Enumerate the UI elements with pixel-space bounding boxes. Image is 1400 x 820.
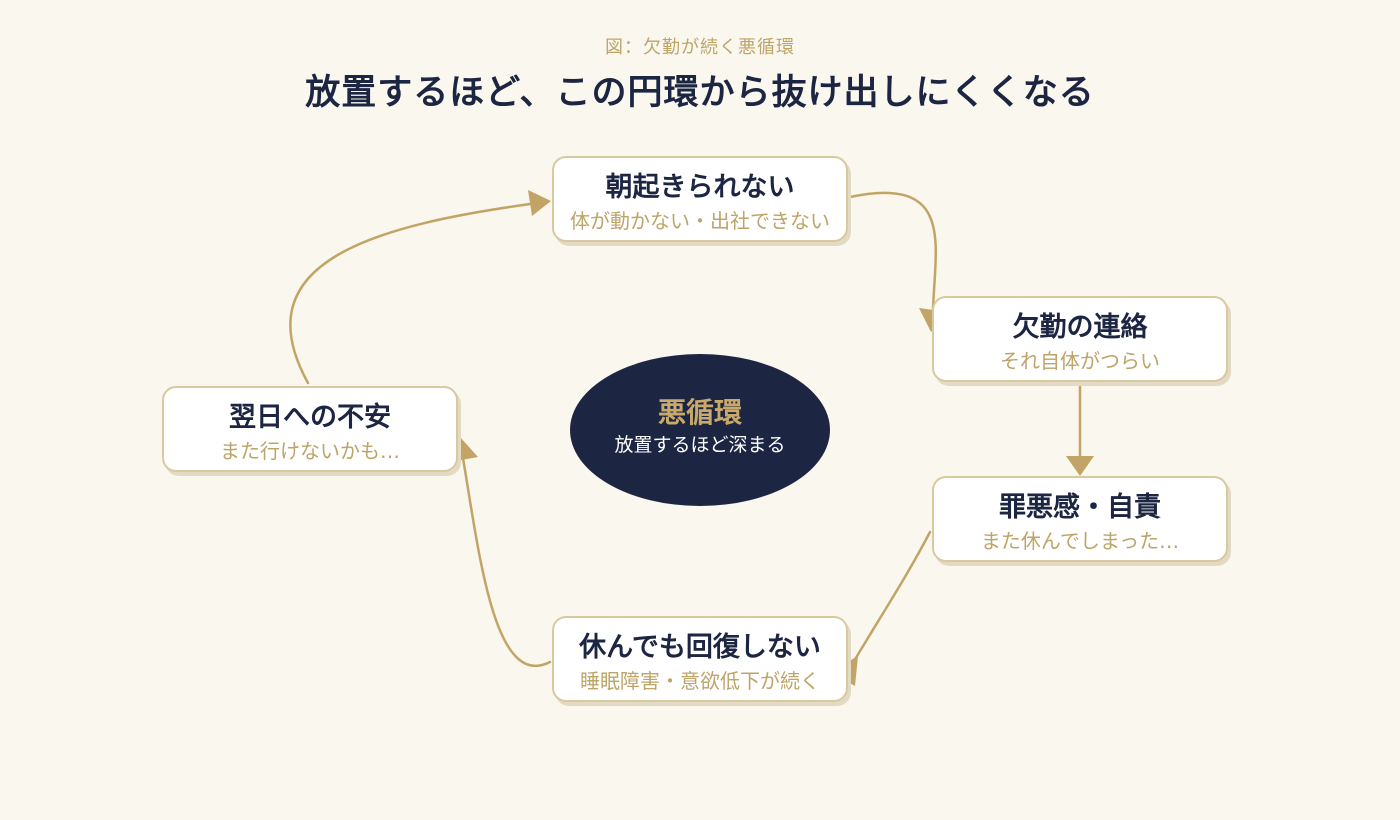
center-title: 悪循環 (657, 396, 742, 429)
node-subtitle: また休んでしまった… (980, 529, 1180, 553)
arrow-anxiety-to-wake (289, 202, 532, 385)
node-subtitle: 体が動かない・出社できない (570, 209, 830, 233)
node-next-day-anxiety: 翌日への不安 また行けないかも… (162, 386, 458, 472)
node-title: 欠勤の連絡 (1012, 312, 1148, 343)
node-subtitle: それ自体がつらい (1000, 349, 1160, 373)
node-subtitle: また行けないかも… (220, 439, 400, 463)
node-title: 翌日への不安 (229, 402, 391, 433)
vicious-cycle-center: 悪循環 放置するほど深まる (570, 354, 830, 506)
arrow-guilt-to-norecovery (848, 530, 932, 670)
node-cannot-wake: 朝起きられない 体が動かない・出社できない (552, 156, 848, 242)
node-title: 朝起きられない (605, 172, 795, 203)
diagram-title: 放置するほど、この円環から抜け出しにくくなる (305, 72, 1095, 113)
node-no-recovery: 休んでも回復しない 睡眠障害・意欲低下が続く (552, 616, 848, 702)
node-title: 罪悪感・自責 (999, 492, 1161, 523)
node-title: 休んでも回復しない (579, 632, 821, 663)
arrowhead-wake (528, 190, 551, 216)
arrowhead-guilt (1066, 456, 1094, 476)
node-absence-contact: 欠勤の連絡 それ自体がつらい (932, 296, 1228, 382)
node-guilt: 罪悪感・自責 また休んでしまった… (932, 476, 1228, 562)
node-subtitle: 睡眠障害・意欲低下が続く (580, 669, 820, 693)
center-subtitle: 放置するほど深まる (614, 434, 786, 456)
arrow-norecovery-to-anxiety (461, 456, 552, 667)
figure-caption: 図：欠勤が続く悪循環 (605, 37, 795, 58)
arrow-wake-to-contact (848, 191, 938, 312)
